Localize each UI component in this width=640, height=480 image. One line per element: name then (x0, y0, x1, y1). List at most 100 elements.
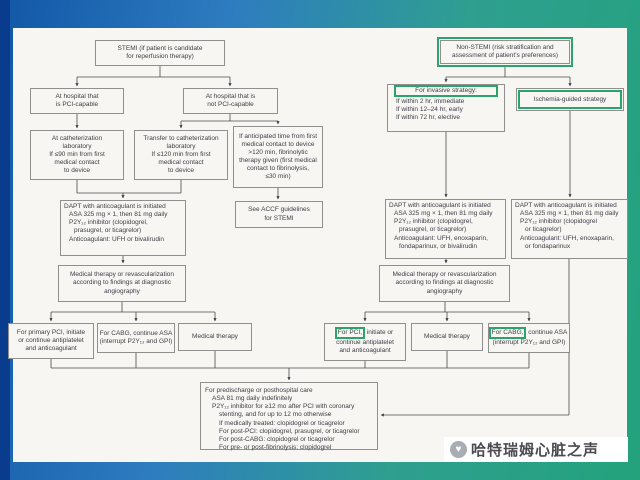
text-line: For post-PCI: clopidogrel, prasugrel, or… (219, 427, 360, 435)
flow-box-dapt-invasive: DAPT with anticoagulant is initiated ASA… (385, 199, 506, 259)
text-line: prasugrel, or ticagrelor) (74, 227, 142, 235)
flow-box-accf-guidelines: See ACCF guidelines for STEMI (235, 201, 323, 228)
text-line: For CABG, continue ASA (99, 329, 173, 337)
watermark-heart-logo-icon: ♥ (450, 441, 467, 458)
text-line: continue ASA (526, 328, 568, 336)
text-line: medical contact to device (241, 140, 315, 148)
flow-box-stemi: STEMI (if patient is candidate for reper… (95, 40, 225, 66)
flow-box-hospital-pci-capable: At hospital that is PCI-capable (30, 88, 124, 114)
flow-box-dapt-ischemia: DAPT with anticoagulant is initiated ASA… (511, 199, 628, 259)
invasive-strategy-highlight: For invasive strategy: (393, 85, 499, 98)
text-line: If ≤120 min from first (151, 150, 211, 158)
flow-box-non-stemi-inner: Non-STEMI (risk stratification and asses… (440, 40, 570, 64)
text-line: for reperfusion therapy) (126, 53, 194, 60)
text-line: ASA 325 mg × 1, then 81 mg daily (69, 211, 168, 219)
text-line: Anticoagulant: UFH, enoxaparin, (394, 234, 488, 242)
text-line: If within 2 hr, immediate (396, 98, 465, 106)
text-line: ≤30 min) (265, 173, 291, 181)
text-line: (interrupt P2Y₁₂ and GPI) (492, 339, 566, 346)
text-line: Medical therapy (424, 332, 470, 340)
text-line: Transfer to catheterization (143, 134, 219, 142)
text-line: Non-STEMI (risk stratification and (456, 43, 554, 51)
flow-box-hospital-not-pci-capable: At hospital that is not PCI-capable (183, 88, 278, 114)
flow-box-medical-therapy-left: Medical therapy (178, 323, 252, 351)
text-line: or continue antiplatelet (18, 336, 84, 344)
text-line: or ticagrelor) (525, 226, 562, 234)
ischemia-guided-highlight: Ischemia-guided strategy (518, 90, 622, 109)
text-line: For predischarge or posthospital care (205, 387, 313, 394)
text-line: STEMI (if patient is candidate (117, 44, 203, 52)
text-line: Medical therapy or revascularization (69, 271, 175, 279)
text-line: P2Y₁₂ inhibitor (clopidogrel, (69, 219, 148, 227)
text-line: not PCI-capable (207, 101, 254, 108)
text-line: prasugrel, or ticagrelor) (399, 226, 467, 234)
flow-box-invasive-strategy: For invasive strategy: If within 2 hr, i… (387, 84, 505, 132)
text-line: If medically treated: clopidogrel or tic… (219, 419, 345, 427)
text-line: medical contact (158, 159, 204, 167)
text-line: according to findings at diagnostic (395, 279, 494, 287)
text-line: angiography (426, 287, 463, 295)
flow-box-fibrinolytic: If anticipated time from first medical c… (233, 126, 323, 188)
flow-box-transfer-cath-lab: Transfer to catheterization laboratory I… (134, 130, 228, 180)
flow-box-medical-therapy-right: Medical therapy (411, 323, 483, 351)
text-line: laboratory (166, 142, 196, 150)
text-line: medical contact (54, 159, 100, 167)
text-line: or fondaparinux (525, 242, 571, 250)
text-line: is PCI-capable (55, 101, 99, 108)
flow-box-cabg-right: For CABG, continue ASA (interrupt P2Y₁₂ … (488, 323, 570, 353)
text-line: to device (167, 167, 195, 175)
text-line: If anticipated time from first (238, 132, 318, 140)
text-line: therapy given (first medical (239, 157, 317, 164)
text-line: P2Y₁₂ inhibitor (clopidogrel, (394, 218, 473, 226)
text-line: P2Y₁₂ inhibitor for ≥12 mo after PCI wit… (212, 403, 355, 411)
flow-box-cabg-left: For CABG, continue ASA (interrupt P2Y₁₂ … (97, 323, 175, 353)
text-line: ASA 325 mg × 1, then 81 mg daily (394, 210, 493, 218)
text-line: Anticoagulant: UFH, enoxaparin, (520, 234, 614, 242)
text-line: ASA 81 mg daily indefinitely (212, 395, 293, 403)
text-line: angiography (104, 287, 140, 295)
text-line: If ≤90 min from first (49, 150, 105, 158)
flow-box-ischemia-guided: Ischemia-guided strategy (516, 88, 624, 111)
text-line: assessment of patient's preferences) (451, 52, 558, 59)
text-line: and anticoagulant (25, 345, 77, 353)
text-line: contact to fibrinolysis, (246, 165, 310, 173)
text-line: If within 72 hr, elective (396, 114, 460, 122)
flow-box-medrev-right: Medical therapy or revascularization acc… (379, 265, 510, 302)
flow-box-non-stemi: Non-STEMI (risk stratification and asses… (437, 37, 573, 67)
text-line: See ACCF guidelines (248, 206, 310, 214)
text-line: Anticoagulant: UFH or bivalirudin (69, 235, 165, 243)
text-line: For pre- or post-fibrinolysis: clopidogr… (219, 443, 332, 451)
flow-box-pci-right: For PCI, initiate or continue antiplatel… (324, 323, 406, 361)
slide-left-edge-strip (0, 0, 10, 480)
text-line: DAPT with anticoagulant is initiated (389, 202, 491, 209)
flow-box-predischarge: For predischarge or posthospital care AS… (200, 382, 378, 451)
text-line: For primary PCI, initiate (16, 328, 86, 336)
text-line: continue antiplatelet (336, 338, 394, 346)
text-line: If within 12–24 hr, early (396, 106, 463, 114)
text-line: laboratory (62, 142, 92, 150)
watermark-bar: ♥ 哈特瑞姆心脏之声 (444, 437, 628, 462)
watermark-text: 哈特瑞姆心脏之声 (471, 441, 600, 459)
text-line: for STEMI (264, 214, 294, 222)
text-line: For post-CABG: clopidogrel or ticagrelor (219, 435, 335, 443)
text-line: ASA 325 mg × 1, then 81 mg daily (520, 210, 619, 218)
text-line: and anticoagulant (339, 347, 391, 355)
cabg-highlight: For CABG, (488, 326, 527, 339)
text-line: fondaparinux, or bivalirudin (399, 242, 478, 250)
flow-box-dapt-stemi: DAPT with anticoagulant is initiated ASA… (60, 200, 186, 256)
text-line: DAPT with anticoagulant is initiated (64, 203, 166, 210)
text-line: DAPT with anticoagulant is initiated (515, 202, 617, 209)
text-line: At hospital that is (205, 92, 256, 100)
text-line: Medical therapy or revascularization (392, 271, 497, 279)
text-line: At hospital that (55, 92, 99, 100)
text-line: initiate or (365, 328, 394, 336)
text-line: At catheterization (51, 134, 103, 142)
text-line: P2Y₁₂ inhibitor (clopidogrel (520, 218, 597, 226)
text-line: stenting, and for up to 12 mo otherwise (219, 411, 332, 419)
text-line: Medical therapy (192, 332, 238, 340)
flow-box-primary-pci: For primary PCI, initiate or continue an… (8, 323, 94, 359)
text-line: according to findings at diagnostic (73, 279, 171, 287)
text-line: (interrupt P2Y₁₂ and GPI) (99, 338, 173, 345)
text-line: to device (63, 167, 91, 175)
flow-box-cath-lab: At catheterization laboratory If ≤90 min… (30, 130, 124, 180)
